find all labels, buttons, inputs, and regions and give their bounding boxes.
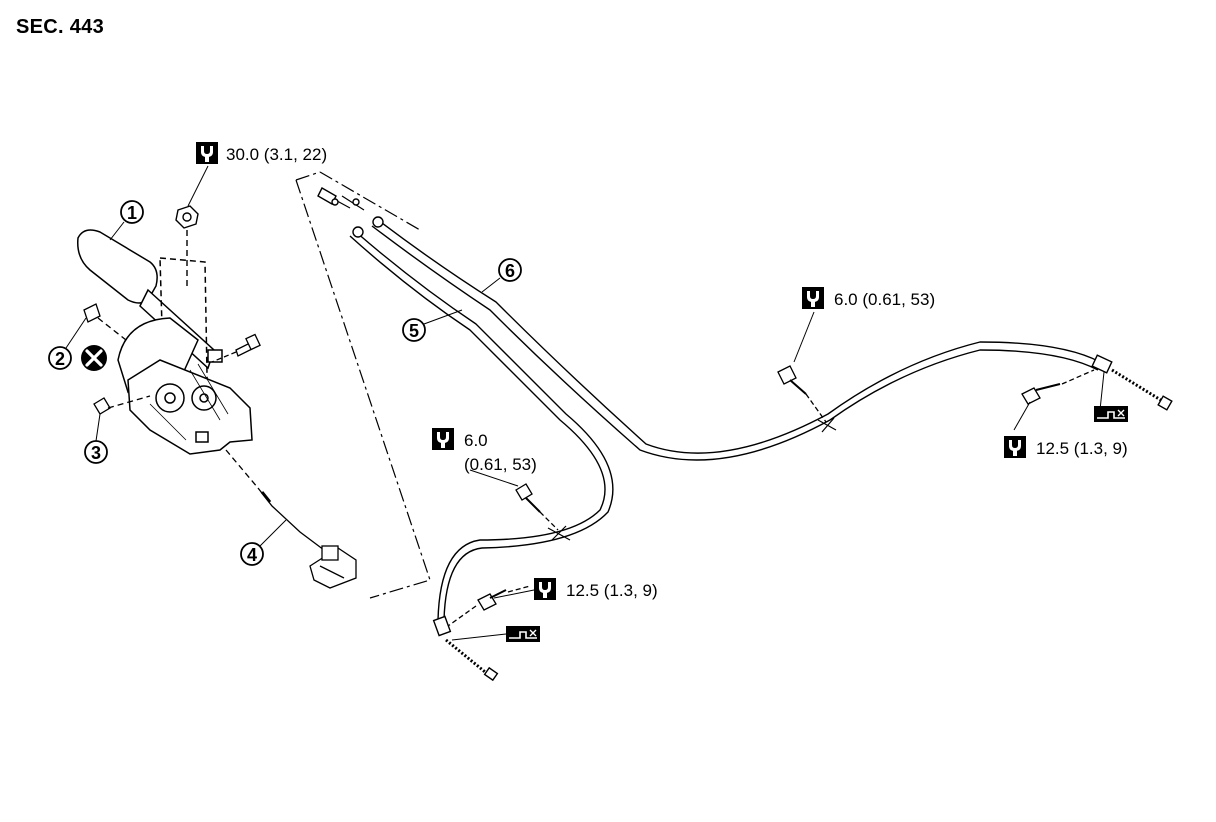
brake-shoe-icon xyxy=(505,625,541,643)
callout-3: 3 xyxy=(84,413,108,464)
svg-text:(0.61, 53): (0.61, 53) xyxy=(464,455,537,474)
torque-leaders xyxy=(187,165,1105,641)
svg-text:12.5 (1.3, 9): 12.5 (1.3, 9) xyxy=(566,581,658,600)
svg-text:3: 3 xyxy=(91,443,101,463)
clip-part xyxy=(83,303,127,341)
svg-text:6: 6 xyxy=(505,261,515,281)
brake-shoe-icon xyxy=(1093,405,1129,423)
callout-1: 1 xyxy=(109,200,144,241)
svg-text:5: 5 xyxy=(409,321,419,341)
lever-mount-bolt xyxy=(211,333,261,363)
svg-text:6.0 (0.61, 53): 6.0 (0.61, 53) xyxy=(834,290,935,309)
pin-part xyxy=(93,395,151,415)
assembly-outline xyxy=(295,171,431,599)
callout-4: 4 xyxy=(240,519,287,566)
callout-6: 6 xyxy=(481,258,522,293)
torque-wrench-icon xyxy=(432,428,454,450)
cable-bolts xyxy=(447,365,1095,627)
svg-text:1: 1 xyxy=(127,203,137,223)
front-cable xyxy=(225,449,357,589)
callout-2: 2 xyxy=(48,317,87,370)
parking-brake-lever xyxy=(77,229,253,455)
callout-5: 5 xyxy=(402,309,463,342)
torque-wrench-icon xyxy=(802,287,824,309)
torque-wrench-icon xyxy=(196,142,218,164)
torque-label-bracket-right: 12.5 (1.3, 9) xyxy=(1004,436,1128,458)
rear-cables xyxy=(317,187,1173,682)
do-not-reuse-icon xyxy=(81,345,107,371)
lever-mount-nut xyxy=(175,205,199,290)
svg-text:2: 2 xyxy=(55,349,65,369)
torque-label-right-bolt: 6.0 (0.61, 53) xyxy=(802,287,935,309)
svg-text:30.0 (3.1, 22): 30.0 (3.1, 22) xyxy=(226,145,327,164)
torque-label-bracket-left: 12.5 (1.3, 9) xyxy=(534,578,658,600)
svg-text:4: 4 xyxy=(247,545,257,565)
torque-label-lever-nut: 30.0 (3.1, 22) xyxy=(196,142,327,164)
svg-text:6.0: 6.0 xyxy=(464,431,488,450)
section-label: SEC. 443 xyxy=(16,16,105,38)
torque-wrench-icon xyxy=(1004,436,1026,458)
torque-wrench-icon xyxy=(534,578,556,600)
svg-text:12.5 (1.3, 9): 12.5 (1.3, 9) xyxy=(1036,439,1128,458)
torque-label-center-bolt: 6.0 (0.61, 53) xyxy=(432,428,537,474)
